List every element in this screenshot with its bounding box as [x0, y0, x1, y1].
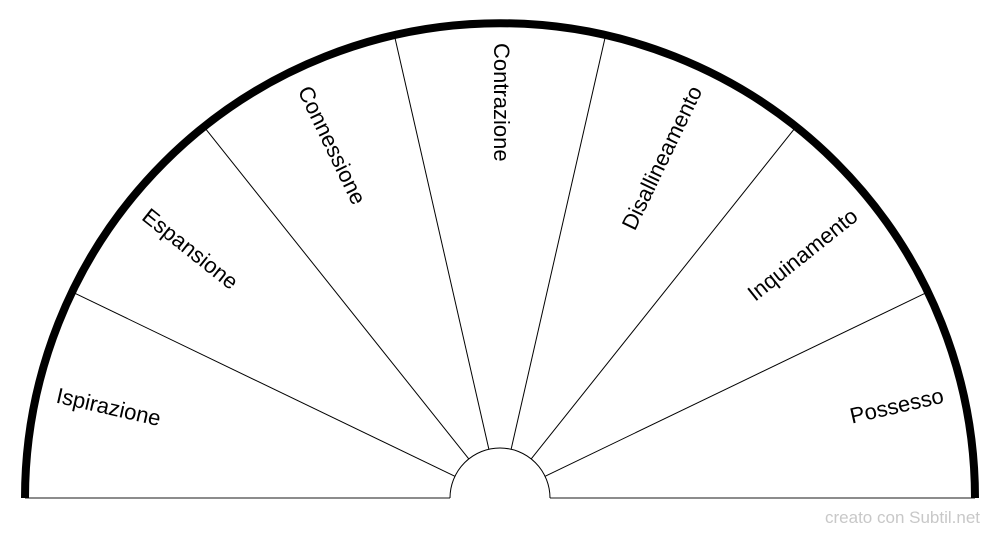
sector-label: Connessione: [293, 82, 371, 209]
sector-label: Disallineamento: [617, 82, 707, 234]
sector-divider: [205, 128, 470, 460]
sector-divider: [510, 37, 606, 450]
sector-label: Espansione: [138, 203, 243, 294]
outer-arc: [21, 19, 979, 499]
sector-divider: [394, 37, 490, 450]
sector-label: Contrazione: [489, 43, 514, 162]
sector-label: Possesso: [847, 383, 946, 429]
sector-divider: [530, 128, 795, 460]
sector-divider: [544, 292, 926, 477]
sector-label: Ispirazione: [54, 383, 163, 431]
sector-label: Inquinamento: [743, 203, 863, 306]
sector-divider: [74, 292, 456, 477]
inner-arc: [449, 447, 551, 499]
watermark: creato con Subtil.net: [825, 508, 980, 527]
